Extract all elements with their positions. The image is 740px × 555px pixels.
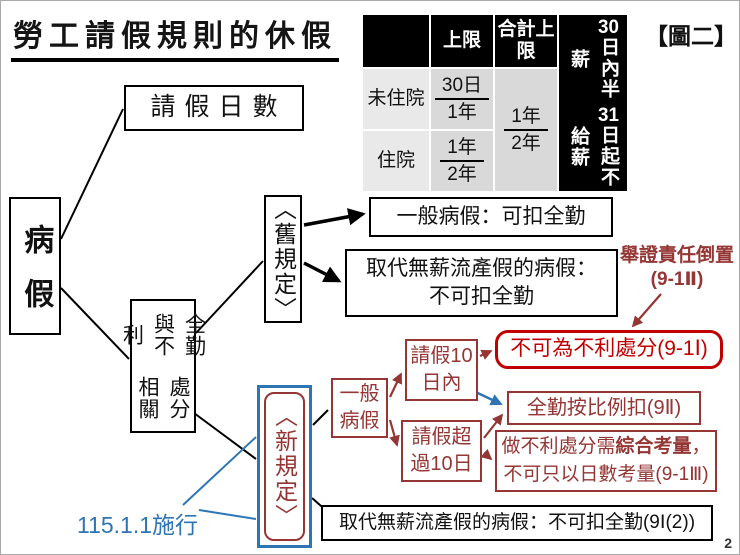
fraction-30d-per-year: 30日 1年 bbox=[434, 75, 490, 124]
node-old-replace-miscarriage: 取代無薪流產假的病假： 不可扣全勤 bbox=[345, 249, 618, 317]
arrow-over10-to-comprehensive bbox=[480, 448, 493, 461]
node-proportional-deduction: 全勤按比例扣(9Ⅱ) bbox=[507, 391, 701, 425]
page-number: 2 bbox=[724, 535, 732, 551]
fraction-1y-per-2y: 1年 2年 bbox=[440, 137, 484, 186]
within10-line1: 請假10 bbox=[410, 345, 473, 367]
table-row1-label: 未住院 bbox=[363, 69, 429, 129]
attendance-line2: 處分相關 bbox=[136, 375, 190, 420]
table-header-total: 合計上限 bbox=[495, 15, 557, 67]
arrow-old-rules-to-replace bbox=[303, 261, 342, 283]
table-row2-label: 住院 bbox=[363, 131, 429, 191]
table-note-line2: 31日起不給薪 bbox=[568, 106, 619, 188]
node-old-general-sick: 一般病假：可扣全勤 bbox=[369, 197, 613, 237]
attendance-vertical-text: 全勤與不利 處分相關 bbox=[117, 303, 210, 429]
arrow-general-sick-to-over10 bbox=[388, 419, 400, 447]
table-note-column: 30日內半薪 31日起不給薪 bbox=[559, 15, 627, 191]
node-leave-days: 請假日數 bbox=[124, 85, 304, 131]
table-note-line1: 30日內半薪 bbox=[568, 18, 619, 100]
node-sick-leave: 病假 bbox=[9, 197, 61, 335]
sick-leave-label: 病假 bbox=[19, 224, 53, 332]
table-note-vertical-text: 30日內半薪 31日起不給薪 bbox=[563, 15, 623, 191]
node-general-sick: 一般 病假 bbox=[331, 378, 388, 438]
node-comprehensive-consideration: 做不利處分需綜合考量， 不可只以日數考量(9-1Ⅲ) bbox=[495, 430, 717, 492]
within10-line2: 日內 bbox=[421, 372, 462, 394]
arrow-old-rules-to-general bbox=[303, 208, 366, 227]
over10-line2: 過10日 bbox=[410, 453, 473, 475]
arrow-burden-to-no-adverse bbox=[631, 293, 662, 328]
arrow-within10-to-no-adverse bbox=[479, 349, 493, 360]
general-sick-line2: 病假 bbox=[339, 410, 380, 432]
node-old-rules: 〈舊規定〉 bbox=[264, 195, 302, 323]
figure-label: 【圖二】 bbox=[645, 23, 737, 49]
table-row1-limit-cell: 30日 1年 bbox=[431, 69, 493, 129]
general-sick-line1: 一般 bbox=[339, 383, 380, 405]
table-corner-cell bbox=[363, 15, 429, 67]
burden-line1: 舉證責任倒置 bbox=[619, 245, 734, 267]
arrow-general-sick-to-within10 bbox=[389, 372, 402, 398]
callout-effective-to-new-rules-1 bbox=[182, 436, 257, 506]
node-leave-within-10-days: 請假10 日內 bbox=[405, 339, 478, 401]
effective-date-label: 115.1.1施行 bbox=[77, 512, 199, 538]
fraction-1y-per-2y-total: 1年 2年 bbox=[504, 106, 548, 155]
old-replace-line1: 取代無薪流產假的病假： bbox=[366, 256, 597, 280]
node-leave-over-10-days: 請假超 過10日 bbox=[401, 420, 482, 482]
connector-sick-to-leave-days bbox=[60, 108, 124, 240]
note-burden-of-proof: 舉證責任倒置 (9-1Ⅱ) bbox=[619, 244, 735, 292]
node-attendance-related: 全勤與不利 處分相關 bbox=[121, 299, 206, 433]
node-new-rules: 〈新規定〉 bbox=[257, 385, 312, 548]
comprehensive-line2: 不可只以日數考量(9-1Ⅲ) bbox=[503, 464, 709, 485]
attendance-line1: 全勤與不利 bbox=[120, 312, 206, 357]
limits-table: 上限 合計上限 30日內半薪 31日起不給薪 未住院 30日 1年 1年 2年 … bbox=[363, 15, 627, 191]
connector-new-rules-to-general-sick bbox=[312, 409, 329, 426]
node-no-adverse-treatment: 不可為不利處分(9-1Ⅰ) bbox=[495, 330, 723, 369]
comprehensive-line1: 做不利處分需綜合考量， bbox=[501, 435, 711, 457]
page-title: 勞工請假規則的休假 bbox=[11, 11, 339, 62]
callout-effective-to-new-rules-2 bbox=[198, 509, 257, 520]
old-rules-label: 〈舊規定〉 bbox=[270, 197, 297, 322]
table-total-cell: 1年 2年 bbox=[495, 69, 557, 191]
node-new-replace-miscarriage: 取代無薪流產假的病假：不可扣全勤(9Ⅰ(2)) bbox=[321, 505, 713, 541]
new-rules-inner-border bbox=[264, 392, 305, 541]
old-replace-line2: 不可扣全勤 bbox=[429, 285, 534, 308]
over10-line1: 請假超 bbox=[411, 426, 472, 448]
table-row2-limit-cell: 1年 2年 bbox=[431, 131, 493, 191]
table-header-limit: 上限 bbox=[431, 15, 493, 67]
new-rules-label: 〈新規定〉 bbox=[271, 404, 298, 529]
burden-line2: (9-1Ⅱ) bbox=[650, 269, 704, 290]
